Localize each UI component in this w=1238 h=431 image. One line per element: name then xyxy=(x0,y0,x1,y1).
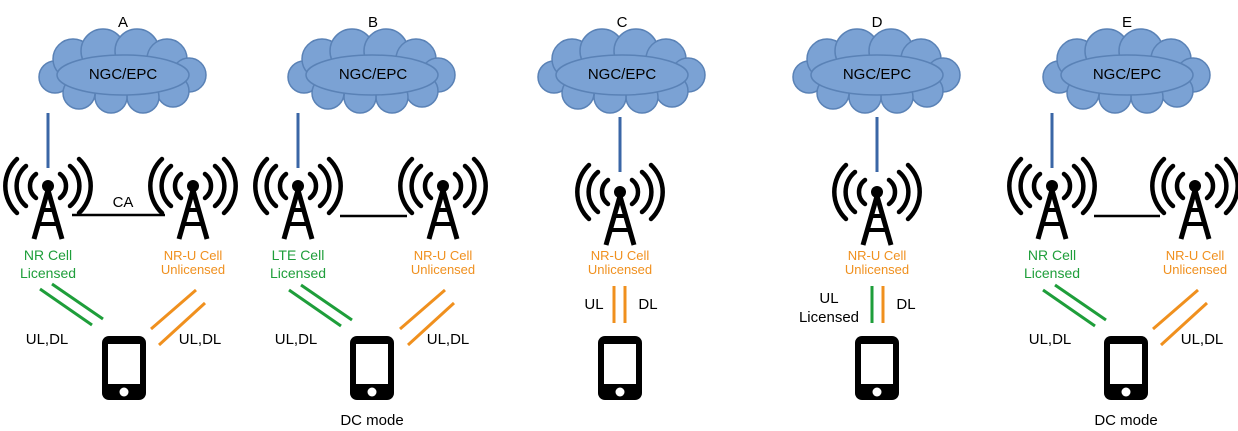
downlink-label: DL xyxy=(638,296,657,313)
core-network-label: NGC/EPC xyxy=(843,66,912,83)
right-radio-link-ul xyxy=(150,288,197,331)
left-radio-link-ul xyxy=(288,288,342,328)
left-link-label: UL,DL xyxy=(1029,331,1072,348)
left-cell-band: Licensed xyxy=(1024,265,1080,281)
right-cell-name: NR-U Cell xyxy=(414,248,473,263)
left-cell-name: LTE Cell xyxy=(272,247,325,263)
left-cell-band: Licensed xyxy=(270,265,326,281)
cell-name: NR-U Cell xyxy=(591,248,650,263)
right-cell-name: NR-U Cell xyxy=(1166,248,1225,263)
panel-label: C xyxy=(617,14,628,31)
panel-label: E xyxy=(1122,14,1132,31)
cell-name: NR-U Cell xyxy=(848,248,907,263)
panel-label: A xyxy=(118,14,128,31)
right-radio-link-dl xyxy=(406,301,456,347)
right-radio-link-ul xyxy=(399,288,446,331)
cell-band: Unlicensed xyxy=(845,262,909,277)
antenna-tower-icon xyxy=(834,165,919,245)
antenna-tower-icon xyxy=(1009,159,1094,239)
right-cell-band: Unlicensed xyxy=(161,262,225,277)
panel-label: B xyxy=(368,14,378,31)
antenna-tower-icon xyxy=(255,159,340,239)
core-network-label: NGC/EPC xyxy=(1093,66,1162,83)
left-cell-band: Licensed xyxy=(20,265,76,281)
panel-a: A NGC/EPC CA NR Cell Licensed NR-U Cell … xyxy=(5,14,235,400)
panel-b: B NGC/EPC LTE Cell Licensed NR-U Cell Un… xyxy=(255,14,485,429)
right-radio-link-dl xyxy=(157,301,207,347)
left-radio-link-ul xyxy=(1042,288,1096,328)
right-link-label: UL,DL xyxy=(179,331,222,348)
right-cell-band: Unlicensed xyxy=(1163,262,1227,277)
core-network-label: NGC/EPC xyxy=(339,66,408,83)
right-link-label: UL,DL xyxy=(1181,331,1224,348)
cell-band: Unlicensed xyxy=(588,262,652,277)
right-radio-link-ul xyxy=(1152,288,1199,331)
panel-d: D NGC/EPC NR-U Cell Unlicensed UL Licens… xyxy=(792,14,961,400)
right-link-label: UL,DL xyxy=(427,331,470,348)
panel-e: E NGC/EPC NR Cell Licensed NR-U Cell Unl… xyxy=(1009,14,1237,429)
downlink-label: DL xyxy=(896,296,915,313)
mode-caption: DC mode xyxy=(1094,412,1157,429)
smartphone-icon xyxy=(855,336,899,400)
antenna-tower-icon xyxy=(577,165,662,245)
panel-label: D xyxy=(872,14,883,31)
uplink-label: UL xyxy=(819,290,838,307)
left-radio-link-ul xyxy=(39,287,93,327)
smartphone-icon xyxy=(598,336,642,400)
smartphone-icon xyxy=(1104,336,1148,400)
core-network-label: NGC/EPC xyxy=(89,66,158,83)
left-radio-link-dl xyxy=(1054,283,1107,322)
antenna-tower-icon xyxy=(400,159,485,239)
antenna-tower-icon xyxy=(150,159,235,239)
mode-caption: DC mode xyxy=(340,412,403,429)
right-cell-band: Unlicensed xyxy=(411,262,475,277)
smartphone-icon xyxy=(102,336,146,400)
left-link-label: UL,DL xyxy=(26,331,69,348)
core-network-label: NGC/EPC xyxy=(588,66,657,83)
antenna-tower-icon xyxy=(5,159,90,239)
right-cell-name: NR-U Cell xyxy=(164,248,223,263)
cell-link-label: CA xyxy=(113,194,134,211)
left-cell-name: NR Cell xyxy=(24,247,72,263)
left-cell-name: NR Cell xyxy=(1028,247,1076,263)
left-link-label: UL,DL xyxy=(275,331,318,348)
left-radio-link-dl xyxy=(300,283,353,322)
antenna-tower-icon xyxy=(1152,159,1237,239)
uplink-band-label: Licensed xyxy=(799,309,859,326)
uplink-label: UL xyxy=(584,296,603,313)
left-radio-link-dl xyxy=(51,282,104,321)
smartphone-icon xyxy=(350,336,394,400)
panel-c: C NGC/EPC NR-U Cell Unlicensed UL DL xyxy=(537,14,706,400)
right-radio-link-dl xyxy=(1159,301,1209,347)
